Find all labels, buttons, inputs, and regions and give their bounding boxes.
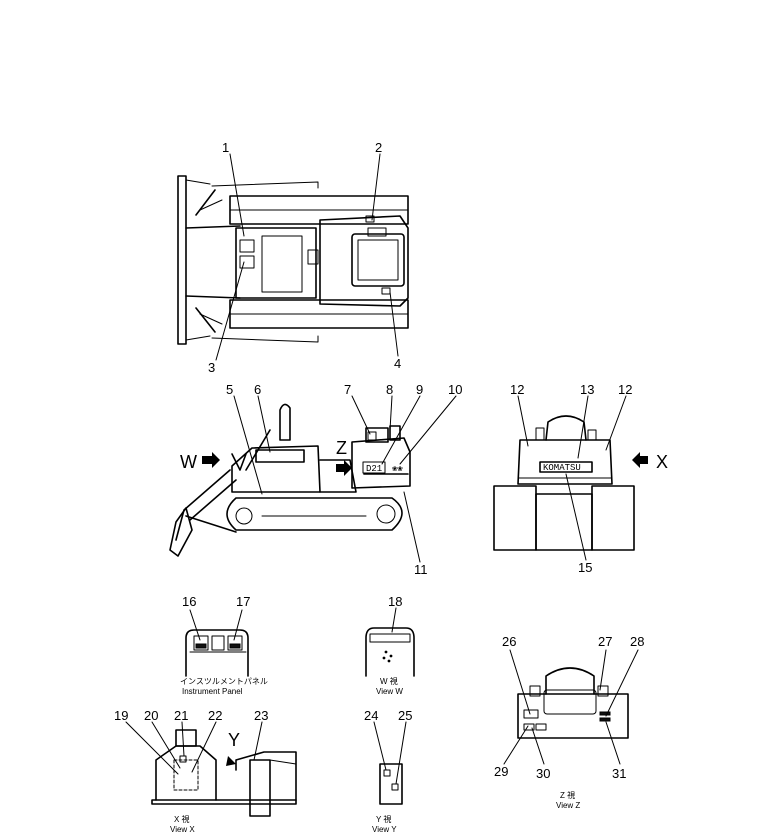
callout-18: 18 [388,594,402,609]
view-z-letter: Z [336,438,347,458]
view-x-letter: X [656,452,668,472]
callout-24: 24 [364,708,378,723]
instrument-panel-drawing [185,629,249,677]
callout-15: 15 [578,560,592,575]
callout-4: 4 [394,356,401,371]
rear-brand-label: KOMATSU [543,463,581,473]
callout-29: 29 [494,764,508,779]
view-x-drawing [151,729,297,817]
view-y-letter: Y [228,730,240,750]
rear-view-drawing [493,415,635,551]
view-w-letter: W [180,452,197,472]
callout-6: 6 [254,382,261,397]
callout-5: 5 [226,382,233,397]
side-view-drawing [169,403,411,557]
view-w-drawing [365,627,415,677]
view-y-caption-en: View Y [372,825,397,834]
instrument-panel-caption-jp: インスツルメントパネル [180,677,268,686]
view-x-caption-jp: X 視 [174,815,190,824]
callout-23: 23 [254,708,268,723]
callout-9: 9 [416,382,423,397]
callout-31: 31 [612,766,626,781]
callout-26: 26 [502,634,516,649]
view-x-arrow-icon [632,452,648,468]
view-z-drawing [517,667,629,739]
callout-12-right: 12 [618,382,632,397]
callout-11: 11 [414,562,428,577]
callout-22: 22 [208,708,222,723]
callout-3: 3 [208,360,215,375]
view-w-caption-jp: W 視 [380,677,398,686]
callout-17: 17 [236,594,250,609]
top-view-drawing [177,175,409,345]
leader-lines [125,153,639,785]
callout-10: 10 [448,382,462,397]
callout-30: 30 [536,766,550,781]
side-model-plate [362,461,386,474]
callout-8: 8 [386,382,393,397]
view-y-caption-jp: Y 視 [376,815,391,824]
instrument-panel-caption-en: Instrument Panel [182,687,243,696]
view-z-caption-en: View Z [556,801,580,810]
callout-13: 13 [580,382,594,397]
view-y-arrow-icon [226,752,240,766]
view-w-arrow-icon [202,452,220,468]
callout-12-left: 12 [510,382,524,397]
view-z-caption-jp: Z 視 [560,791,575,800]
callout-20: 20 [144,708,158,723]
view-z-arrow-icon [336,460,352,476]
callout-2: 2 [375,140,382,155]
callout-25: 25 [398,708,412,723]
side-symbol-label: ❀❀ [392,464,403,474]
view-w-caption-en: View W [376,687,403,696]
callout-21: 21 [174,708,188,723]
callout-7: 7 [344,382,351,397]
callout-28: 28 [630,634,644,649]
view-x-caption-en: View X [170,825,195,834]
callout-16: 16 [182,594,196,609]
callout-1: 1 [222,140,229,155]
callout-27: 27 [598,634,612,649]
side-model-label: D21 [366,464,382,474]
callout-19: 19 [114,708,128,723]
view-y-drawing [379,763,403,805]
